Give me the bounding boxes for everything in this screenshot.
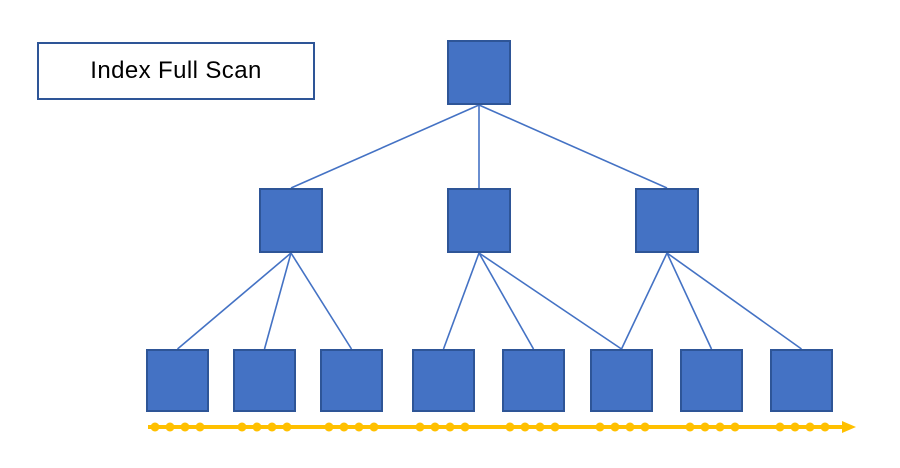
- scan-dot-2-4: [282, 422, 292, 432]
- scan-dot-3-4: [369, 422, 379, 432]
- scan-dot-7-4: [730, 422, 740, 432]
- edge-b1-l3: [290, 252, 353, 350]
- edge-root-b3: [478, 104, 668, 189]
- edge-b1-l2: [263, 252, 292, 350]
- root-node: [447, 40, 511, 105]
- scan-dot-5-4: [550, 422, 560, 432]
- edge-b2-l5: [478, 252, 535, 350]
- scan-dot-8-4: [820, 422, 830, 432]
- scan-dot-8-1: [775, 422, 785, 432]
- scan-rail-arrowhead-icon: [842, 421, 856, 433]
- scan-dot-4-4: [460, 422, 470, 432]
- leaf-node-4: [412, 349, 475, 412]
- edge-b3-l7: [666, 252, 713, 350]
- scan-dot-6-2: [610, 422, 620, 432]
- scan-dot-3-2: [339, 422, 349, 432]
- scan-dot-5-2: [520, 422, 530, 432]
- diagram-caption-box: Index Full Scan: [37, 42, 315, 100]
- scan-dot-7-2: [700, 422, 710, 432]
- scan-dot-1-1: [150, 422, 160, 432]
- scan-dot-8-3: [805, 422, 815, 432]
- scan-dot-1-3: [180, 422, 190, 432]
- scan-dot-6-3: [625, 422, 635, 432]
- leaf-node-1: [146, 349, 209, 412]
- edge-b2-l6: [478, 252, 622, 350]
- leaf-node-3: [320, 349, 383, 412]
- edge-b3-l6: [620, 252, 668, 350]
- scan-dot-4-3: [445, 422, 455, 432]
- scan-dot-1-2: [165, 422, 175, 432]
- scan-dot-2-3: [267, 422, 277, 432]
- leaf-node-5: [502, 349, 565, 412]
- scan-dot-3-1: [324, 422, 334, 432]
- scan-dot-3-3: [354, 422, 364, 432]
- branch-node-3: [635, 188, 699, 253]
- leaf-node-2: [233, 349, 296, 412]
- branch-node-2: [447, 188, 511, 253]
- scan-dot-6-1: [595, 422, 605, 432]
- scan-dot-5-1: [505, 422, 515, 432]
- scan-dot-7-3: [715, 422, 725, 432]
- scan-dot-1-4: [195, 422, 205, 432]
- edge-b1-l1: [176, 252, 292, 350]
- scan-dot-4-2: [430, 422, 440, 432]
- edge-b3-l8: [666, 252, 802, 350]
- leaf-node-6: [590, 349, 653, 412]
- branch-node-1: [259, 188, 323, 253]
- leaf-node-8: [770, 349, 833, 412]
- scan-dot-5-3: [535, 422, 545, 432]
- scan-dot-2-1: [237, 422, 247, 432]
- edge-b2-l4: [442, 252, 480, 350]
- diagram-title: Index Full Scan: [90, 57, 262, 84]
- scan-dot-4-1: [415, 422, 425, 432]
- scan-dot-7-1: [685, 422, 695, 432]
- scan-dot-6-4: [640, 422, 650, 432]
- leaf-node-7: [680, 349, 743, 412]
- scan-dot-2-2: [252, 422, 262, 432]
- edge-root-b1: [290, 104, 480, 189]
- scan-dot-8-2: [790, 422, 800, 432]
